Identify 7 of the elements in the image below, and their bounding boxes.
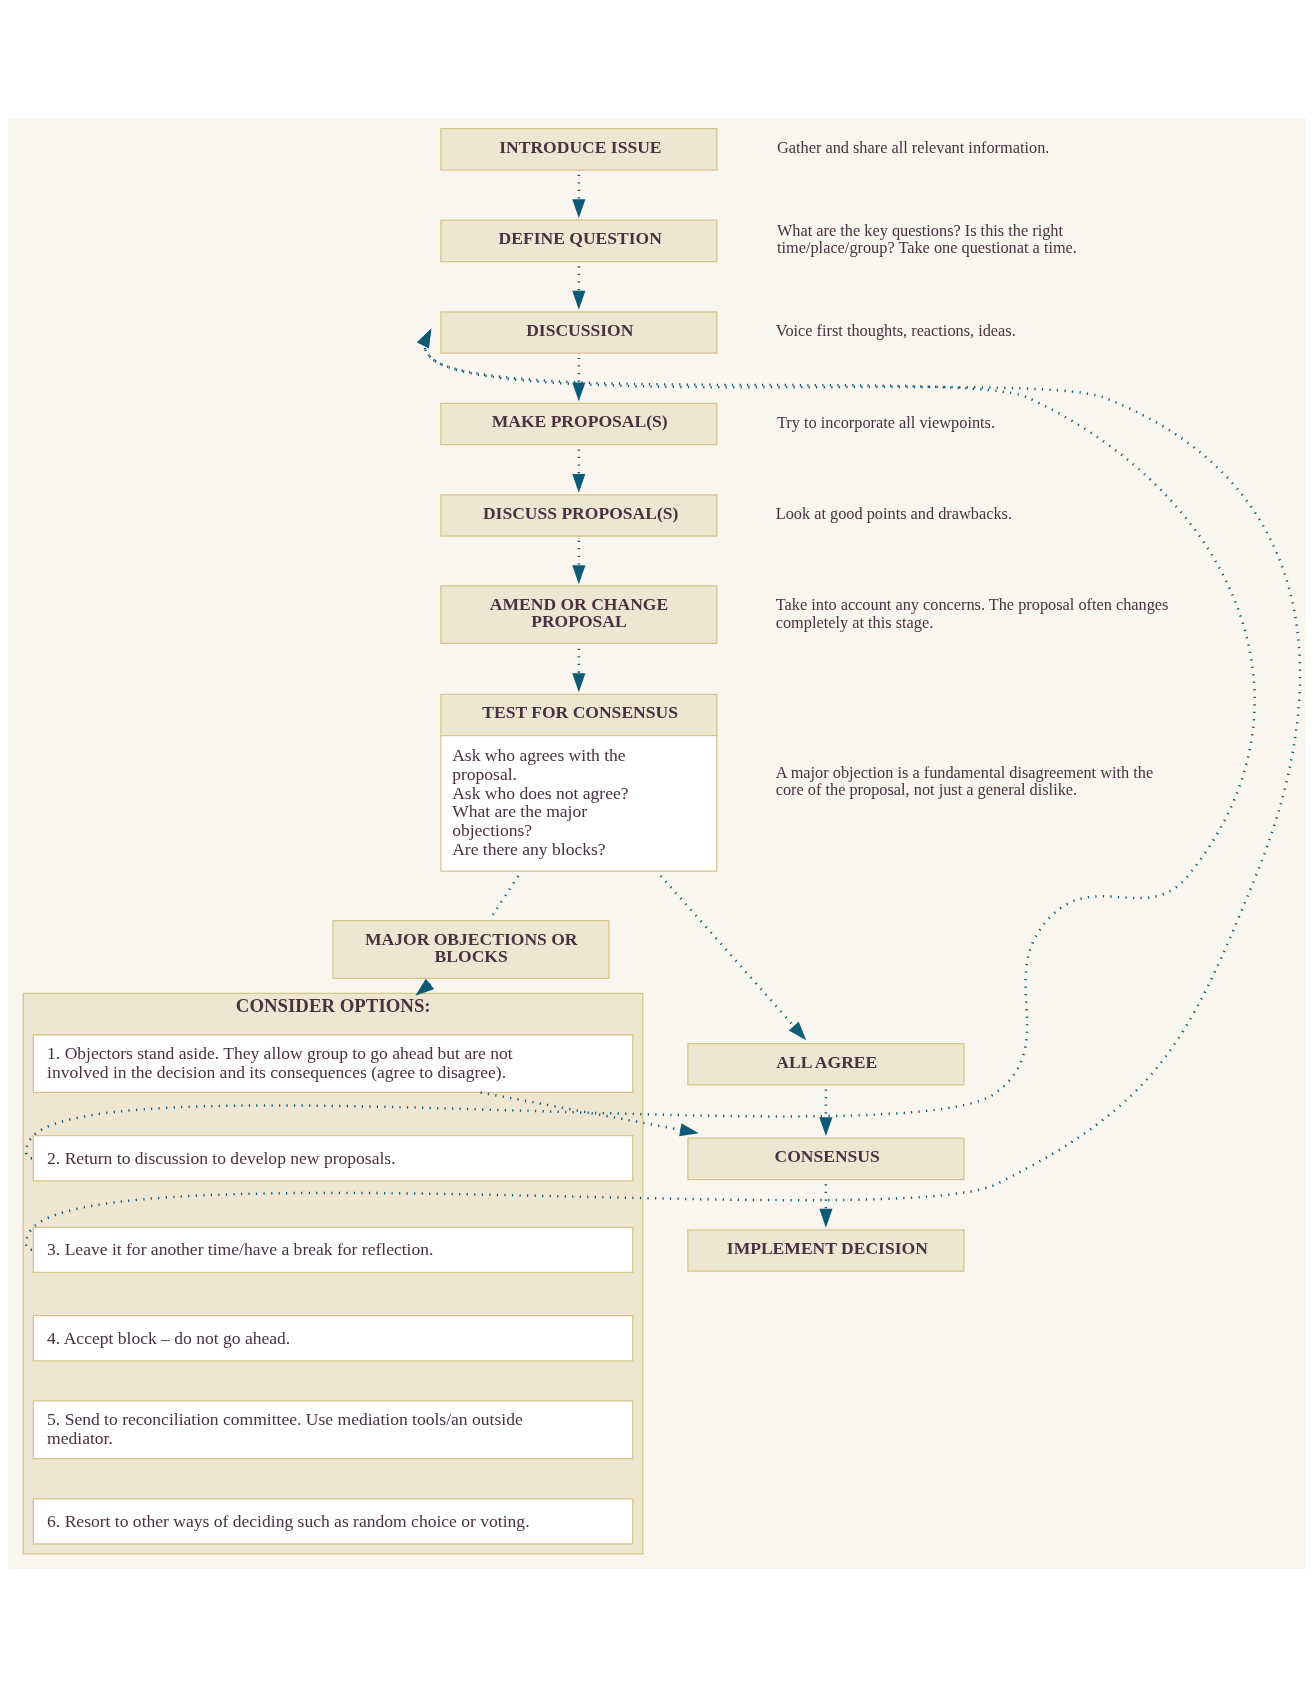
node-box: 5. Send to reconciliation committee. Use mediation tools/an outside mediator. xyxy=(32,1399,634,1459)
arrow xyxy=(572,265,586,310)
node-label: Gather and share all relevant information. xyxy=(776,137,1050,157)
node-box: 4. Accept block – do not go ahead. xyxy=(32,1314,634,1361)
node-box: 6. Resort to other ways of deciding such as random choice or voting. xyxy=(32,1497,634,1545)
node-label: What are the key questions? Is this the right time/place/group? Take one questionat a time. xyxy=(776,220,1077,257)
arrow xyxy=(572,174,586,218)
